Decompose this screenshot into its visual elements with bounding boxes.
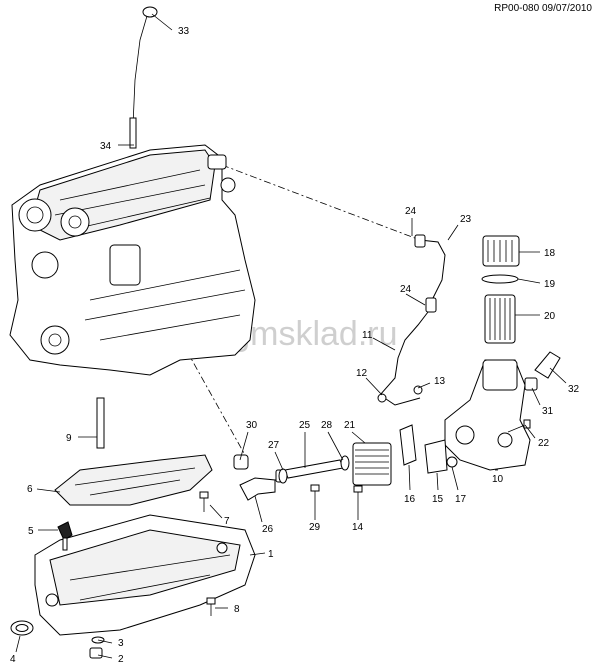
callout-1: 1: [268, 549, 274, 560]
callout-19: 19: [544, 279, 556, 290]
callout-32: 32: [568, 384, 580, 395]
callout-labels: 33 34 9 6 7 5 1 8 3 2 4 30 26 27 25 29 2…: [10, 26, 580, 665]
callout-29: 29: [309, 522, 321, 533]
callout-10: 10: [492, 474, 504, 485]
oil-pipe-26: [239, 477, 276, 501]
callout-27: 27: [268, 440, 280, 451]
oil-filter-housing-gasket-15: [424, 439, 448, 474]
callout-8: 8: [234, 604, 240, 615]
oil-pressure-switch: [524, 377, 538, 391]
alignment-line-oil-cooler-inlet: [221, 164, 421, 241]
bolt-7: [199, 491, 209, 512]
callout-6: 6: [27, 484, 33, 495]
oil-filter-cap: [482, 235, 520, 267]
callout-18: 18: [544, 248, 556, 259]
oil-level-sensor: [57, 521, 73, 551]
bolt-29: [310, 484, 320, 505]
callout-28: 28: [321, 420, 333, 431]
callout-9: 9: [66, 433, 72, 444]
turbo-oil-feed-pipe: [414, 234, 446, 313]
callout-31: 31: [542, 406, 554, 417]
leader-lines: [15, 13, 567, 659]
callout-7: 7: [224, 516, 230, 527]
reference-code: RP00-080 09/07/2010: [494, 3, 592, 14]
callout-15: 15: [432, 494, 444, 505]
oil-cooler: [352, 442, 392, 486]
callout-20: 20: [544, 311, 556, 322]
callout-13: 13: [434, 376, 446, 387]
callout-4: 4: [10, 654, 16, 665]
oil-dipstick: [129, 6, 158, 149]
oil-cooler-gasket: [399, 424, 417, 466]
callout-34: 34: [100, 141, 112, 152]
callout-12: 12: [356, 368, 368, 379]
callout-25: 25: [299, 420, 311, 431]
callout-3: 3: [118, 638, 124, 649]
callout-24-lower: 24: [400, 284, 412, 295]
oil-pan-baffle: [54, 454, 213, 506]
oil-pipe-connector-30: [233, 454, 249, 470]
oil-filter-housing: [444, 359, 531, 471]
callout-26: 26: [262, 524, 274, 535]
oil-filter-cap-seal: [481, 274, 519, 284]
hose-clamp-27: [278, 468, 288, 484]
callout-22: 22: [538, 438, 550, 449]
callout-2: 2: [118, 654, 124, 665]
callout-30: 30: [246, 420, 258, 431]
callout-5: 5: [28, 526, 34, 537]
callout-17: 17: [455, 494, 467, 505]
oil-pump-pickup-tube: [96, 397, 105, 449]
drain-plug: [89, 636, 105, 659]
drain-plug-seal: [10, 620, 34, 636]
callout-24-upper: 24: [405, 206, 417, 217]
engine-block: [9, 144, 256, 376]
seal-17: [446, 456, 458, 468]
bolt-8: [206, 597, 216, 616]
callout-16: 16: [404, 494, 416, 505]
oil-pan: [34, 514, 256, 636]
callout-14: 14: [352, 522, 364, 533]
callout-23: 23: [460, 214, 472, 225]
oil-pressure-switch-connector: [534, 351, 561, 379]
callout-21: 21: [344, 420, 356, 431]
bolt-14: [353, 485, 363, 508]
callout-11: 11: [362, 330, 373, 341]
callout-33: 33: [178, 26, 190, 37]
oil-return-pipe: [377, 311, 429, 406]
oil-filter-element: [484, 294, 516, 344]
